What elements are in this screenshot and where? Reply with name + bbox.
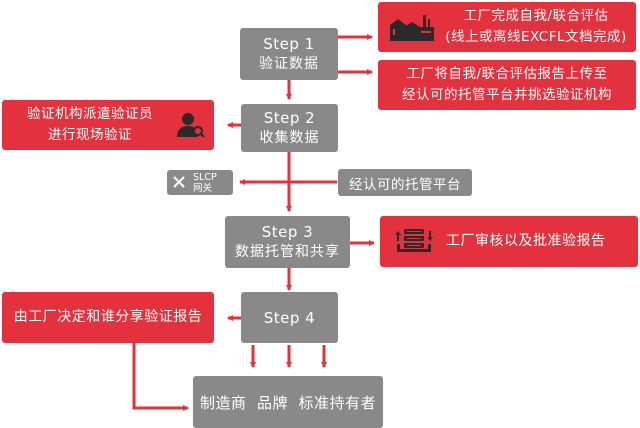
factory-upload-box: 工厂将自我/联合评估报告上传至 经认可的托管平台并挑选验证机构 — [378, 60, 636, 110]
step-3-box: Step 3 数据托管和共享 — [225, 216, 350, 268]
upload-line2: 经认可的托管平台并挑选验证机构 — [402, 87, 612, 103]
verifier-onsite-box: 验证机构派遣验证员 进行现场验证 — [2, 100, 214, 150]
factory-share-box: 由工厂决定和谁分享验证报告 — [2, 292, 214, 343]
self-assessment-line1: 工厂完成自我/联合评估 — [463, 8, 609, 24]
step-1-box: Step 1 验证数据 — [240, 28, 338, 80]
verifier-person-icon — [177, 113, 205, 138]
factory-approve-box: 工厂审核以及批准验报告 — [380, 216, 638, 267]
verifier-line1: 验证机构派遣验证员 — [27, 106, 153, 122]
recipients-label: 制造商 品牌 标准持有者 — [199, 393, 377, 412]
slcp-gateway-line1: SLCP — [193, 172, 217, 183]
step-3-subtitle: 数据托管和共享 — [235, 244, 340, 260]
step-4-title: Step 4 — [263, 308, 316, 327]
upload-line1: 工厂将自我/联合评估报告上传至 — [406, 66, 608, 82]
data-server-icon — [395, 229, 433, 252]
slcp-gateway-line2: 网关 — [193, 183, 213, 194]
factory-icon — [390, 15, 434, 41]
factory-share-label: 由工厂决定和谁分享验证报告 — [13, 309, 203, 325]
step-1-title: Step 1 — [263, 35, 315, 53]
verifier-line2: 进行现场验证 — [48, 127, 132, 143]
factory-approve-label: 工厂审核以及批准验报告 — [446, 233, 606, 249]
slcp-logo-icon — [173, 176, 185, 188]
step-1-subtitle: 验证数据 — [259, 56, 319, 72]
step-2-subtitle: 收集数据 — [259, 130, 320, 146]
self-assessment-line2: (线上或离线EXCFL文档完成) — [445, 29, 627, 45]
step-4-box: Step 4 — [241, 292, 338, 343]
step-2-title: Step 2 — [263, 109, 316, 127]
recipients-box: 制造商 品牌 标准持有者 — [193, 376, 383, 428]
step-2-box: Step 2 收集数据 — [241, 104, 338, 152]
accredited-host-label: 经认可的托管平台 — [349, 176, 461, 193]
accredited-host-box: 经认可的托管平台 — [338, 169, 472, 196]
step-3-title: Step 3 — [261, 223, 314, 241]
slcp-gateway-box: SLCP 网关 — [167, 170, 233, 195]
factory-self-assessment-box: 工厂完成自我/联合评估 (线上或离线EXCFL文档完成) — [378, 2, 636, 52]
arrow-share-to-recipients — [132, 343, 189, 411]
